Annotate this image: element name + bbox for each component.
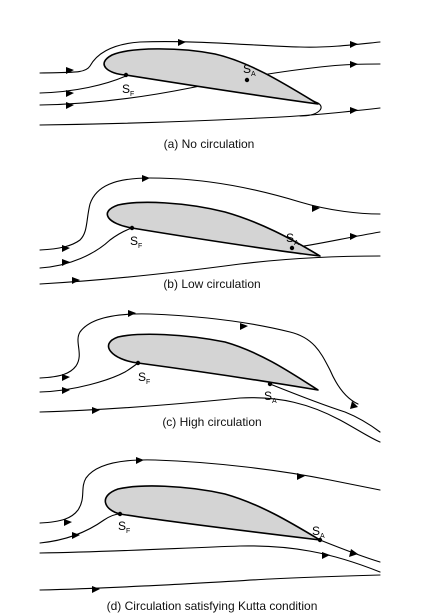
arrow-a-2 (178, 39, 186, 46)
arrow-d-7 (92, 586, 100, 593)
streamline-d-5 (39, 574, 381, 591)
arrow-b-3 (62, 245, 70, 252)
arrow-a-4 (66, 90, 74, 97)
panel-d: SF SA (d) Circulation satisfying Kutta c… (39, 457, 381, 613)
arrow-a-6 (66, 102, 74, 109)
streamline-a-4 (39, 107, 381, 126)
aft-stagnation-point-b (289, 245, 295, 251)
panel-a: SF SA (a) No circulation (39, 39, 381, 151)
streamline-c-2 (39, 362, 139, 393)
panel-c: SF SA (c) High circulation (39, 310, 381, 443)
arrow-c-3 (62, 374, 70, 381)
caption-c: (c) High circulation (162, 415, 261, 429)
aft-stagnation-label-d: SA (312, 524, 325, 540)
streamline-a-2 (39, 75, 127, 94)
airfoil-b (106, 201, 321, 257)
arrow-a-1 (66, 67, 74, 74)
arrow-d-6 (322, 552, 330, 559)
arrow-b-4 (62, 259, 70, 266)
front-stagnation-label-d: SF (118, 519, 130, 535)
arrow-d-4 (72, 532, 80, 539)
streamline-b-1 (39, 177, 381, 251)
arrow-d-2 (297, 473, 305, 480)
arrow-a-5 (350, 61, 358, 68)
caption-d: (d) Circulation satisfying Kutta conditi… (107, 599, 318, 613)
arrow-a-3 (350, 41, 358, 48)
front-stagnation-label-b: SF (130, 234, 142, 250)
front-stagnation-label-c: SF (138, 370, 150, 386)
front-stagnation-point-a (123, 72, 129, 78)
arrow-b-5 (350, 233, 358, 240)
arrow-b-1 (142, 175, 150, 182)
front-stagnation-point-d (117, 511, 123, 517)
arrow-c-1 (128, 310, 136, 317)
arrow-d-3 (64, 519, 72, 526)
front-stagnation-point-b (129, 225, 135, 231)
streamline-a-1 (39, 41, 381, 74)
arrow-d-5 (349, 549, 358, 557)
airfoil-d (104, 485, 321, 541)
caption-b: (b) Low circulation (163, 277, 260, 291)
streamline-c-4 (39, 397, 381, 443)
arrow-b-6 (72, 277, 80, 284)
aft-stagnation-point-c (267, 381, 273, 387)
streamline-c-3 (269, 383, 381, 433)
caption-a: (a) No circulation (164, 137, 255, 151)
front-stagnation-point-c (135, 360, 141, 366)
streamline-d-4 (39, 545, 381, 573)
arrow-c-4 (62, 387, 70, 394)
panel-b: SF SA (b) Low circulation (39, 175, 381, 291)
arrow-c-2 (240, 323, 248, 330)
streamline-d-3 (319, 539, 381, 563)
aft-stagnation-label-c: SA (264, 389, 277, 405)
airfoil-c (107, 333, 319, 391)
airfoil-a (103, 48, 319, 105)
arrow-c-5 (350, 401, 358, 409)
aft-stagnation-point-d (317, 537, 323, 543)
arrow-b-2 (312, 205, 320, 212)
aft-stagnation-point-a (244, 77, 250, 83)
streamline-b-4 (39, 255, 381, 285)
streamline-b-3 (291, 231, 381, 249)
arrow-c-6 (92, 407, 100, 414)
aft-stagnation-label-a: SA (243, 62, 256, 78)
streamline-c-1 (39, 313, 359, 405)
streamline-d-2 (39, 513, 121, 544)
streamline-b-2 (39, 227, 133, 269)
arrow-a-7 (350, 107, 358, 114)
arrow-d-1 (136, 457, 144, 464)
aft-stagnation-label-b: SA (286, 231, 299, 247)
front-stagnation-label-a: SF (122, 82, 134, 98)
